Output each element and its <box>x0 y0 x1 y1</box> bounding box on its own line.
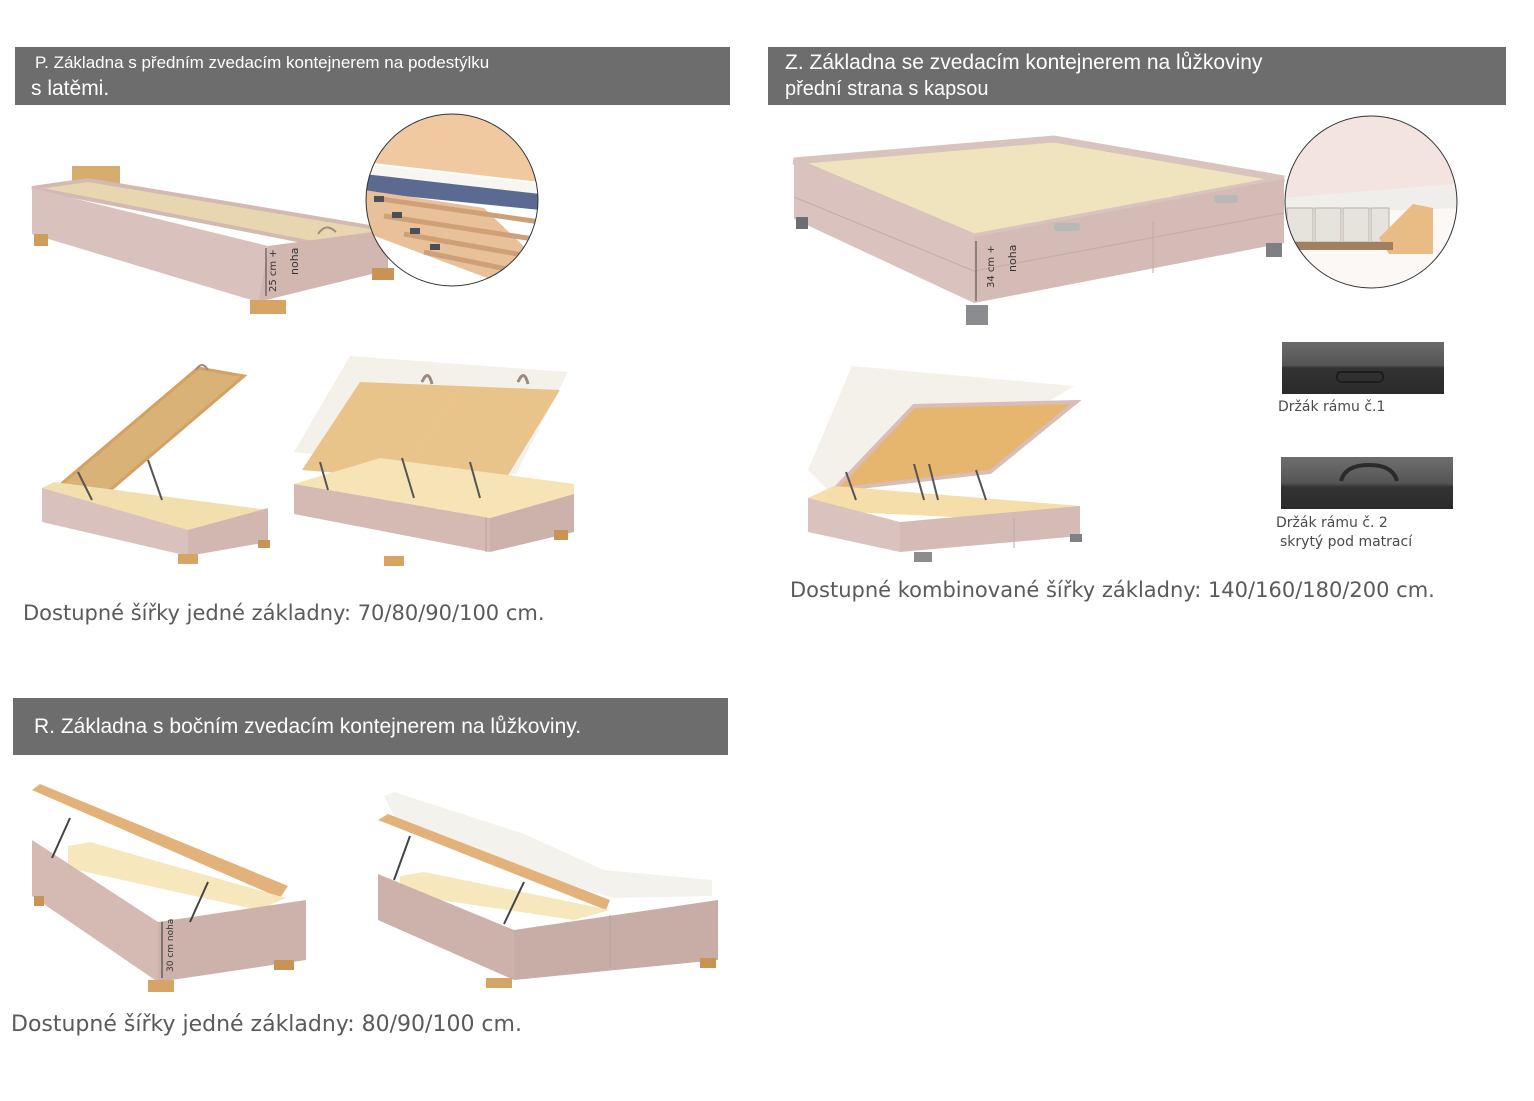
section-z-header: Z. Základna se zvedacím kontejnerem na l… <box>768 47 1506 105</box>
frame-handle-2-image <box>1281 457 1453 509</box>
frame-handle-1-label: Držák rámu č.1 <box>1278 399 1386 415</box>
bed-p-closed-image <box>31 166 394 314</box>
bed-p-dimension-label-leg: noha <box>288 247 301 275</box>
section-z-caption: Dostupné kombinované šířky základny: 140… <box>790 578 1435 602</box>
bed-z-dimension-label-leg: noha <box>1006 244 1019 272</box>
bed-p-dimension-label: 25 cm + <box>268 249 279 292</box>
bed-r-dimension-label: 30 cm noha <box>166 918 176 972</box>
section-z-title-line1: Z. Základna se zvedacím kontejnerem na l… <box>785 51 1263 74</box>
section-p-title-line2: s latěmi. <box>31 77 110 100</box>
section-p-title-line1: P. Základna s předním zvedacím kontejner… <box>35 53 490 72</box>
pocket-spring-detail-circle <box>1284 115 1458 289</box>
frame-handle-1-image <box>1282 342 1444 394</box>
bed-r-single-open-image <box>32 784 306 992</box>
bed-z-double-open-image <box>808 366 1082 562</box>
frame-handle-2-label-line2: skrytý pod matrací <box>1280 534 1413 550</box>
section-r-title-line1: R. Základna s bočním zvedacím kontejnere… <box>34 715 582 738</box>
slats-detail-circle <box>365 113 539 287</box>
section-r-caption: Dostupné šířky jedné základny: 80/90/100… <box>11 1012 522 1037</box>
frame-handle-2-label-line1: Držák rámu č. 2 <box>1276 515 1388 531</box>
section-r-header: R. Základna s bočním zvedacím kontejnere… <box>13 698 728 755</box>
bed-z-dimension-label: 34 cm + <box>986 245 997 288</box>
bed-z-closed-image <box>792 135 1285 325</box>
bed-p-single-open-image <box>42 364 270 564</box>
section-p-header: P. Základna s předním zvedacím kontejner… <box>15 47 730 105</box>
bed-r-with-mattress-open-image <box>378 792 718 988</box>
section-p-caption: Dostupné šířky jedné základny: 70/80/90/… <box>23 601 545 625</box>
bed-p-double-open-image <box>294 356 574 566</box>
section-z-title-line2: přední strana s kapsou <box>785 78 989 100</box>
